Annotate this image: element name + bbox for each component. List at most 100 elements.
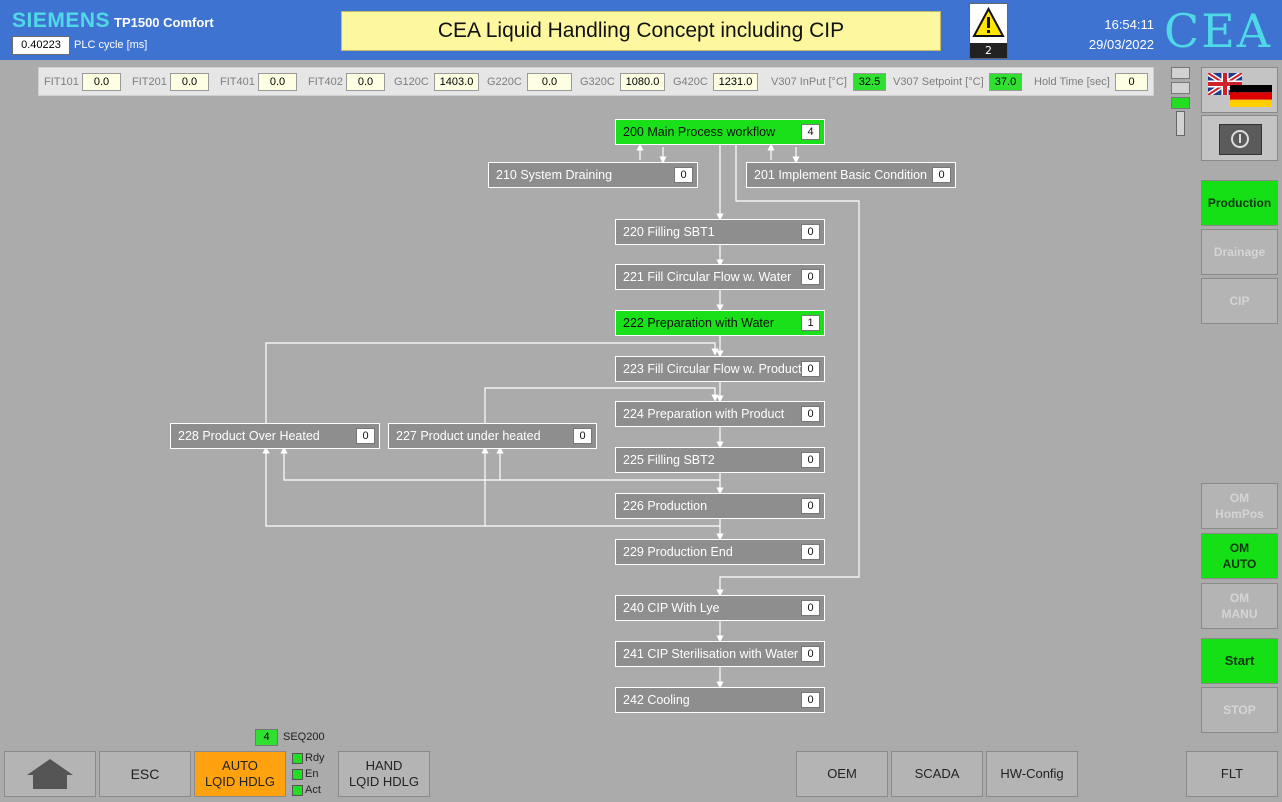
led-label-rdy: Rdy <box>305 752 325 764</box>
measurement-label: G420C <box>673 76 708 88</box>
measurement-value: 0 <box>1115 73 1148 91</box>
language-button[interactable] <box>1201 67 1278 113</box>
stop-button[interactable]: STOP <box>1201 687 1278 733</box>
measurement-value: 1403.0 <box>434 73 479 91</box>
measurement-label: FIT401 <box>220 76 255 88</box>
measurement-label: G120C <box>394 76 429 88</box>
om-hompos-button[interactable]: OM HomPos <box>1201 483 1278 529</box>
status-indicator <box>1171 82 1190 94</box>
drainage-button[interactable]: Drainage <box>1201 229 1278 275</box>
german-flag-icon <box>1230 85 1272 107</box>
warning-icon <box>972 6 1005 37</box>
measurement-strip: FIT101 0.0 FIT201 0.0 FIT401 0.0 FIT402 … <box>38 67 1154 96</box>
home-icon <box>27 759 73 789</box>
step-value: 0 <box>801 452 820 468</box>
step-value: 0 <box>801 544 820 560</box>
step-226-production[interactable]: 226 Production 0 <box>615 493 825 519</box>
step-label: 222 Preparation with Water <box>623 316 775 330</box>
step-value: 0 <box>801 498 820 514</box>
plc-cycle-value: 0.40223 <box>12 36 70 55</box>
om-manu-button[interactable]: OM MANU <box>1201 583 1278 629</box>
auto-lqid-hdlg-button[interactable]: AUTO LQID HDLG <box>194 751 286 797</box>
clock-date: 29/03/2022 <box>1088 37 1154 52</box>
step-value: 0 <box>801 692 820 708</box>
cip-button[interactable]: CIP <box>1201 278 1278 324</box>
step-240-cip-lye[interactable]: 240 CIP With Lye 0 <box>615 595 825 621</box>
step-201-basic-condition[interactable]: 201 Implement Basic Condition 0 <box>746 162 956 188</box>
measurement-label: V307 InPut [°C] <box>771 76 847 88</box>
production-button[interactable]: Production <box>1201 180 1278 226</box>
step-value: 0 <box>801 406 820 422</box>
clock: 16:54:11 29/03/2022 <box>1070 15 1154 55</box>
measurement-label: FIT402 <box>308 76 343 88</box>
measurement-value: 0.0 <box>170 73 209 91</box>
measurement-label: V307 Setpoint [°C] <box>893 76 984 88</box>
step-value: 1 <box>801 315 820 331</box>
om-auto-button[interactable]: OM AUTO <box>1201 533 1278 579</box>
step-label: 201 Implement Basic Condition <box>754 168 928 182</box>
measurement-value: 0.0 <box>527 73 572 91</box>
measurement-label: FIT201 <box>132 76 167 88</box>
warning-count: 2 <box>970 43 1007 58</box>
ready-led-icon <box>292 753 303 764</box>
step-label: 242 Cooling <box>623 693 690 707</box>
step-242-cooling[interactable]: 242 Cooling 0 <box>615 687 825 713</box>
step-210-system-draining[interactable]: 210 System Draining 0 <box>488 162 698 188</box>
step-223-fill-flow-product[interactable]: 223 Fill Circular Flow w. Product 0 <box>615 356 825 382</box>
step-label: 210 System Draining <box>496 168 613 182</box>
step-value: 0 <box>801 224 820 240</box>
measurement-value: 0.0 <box>346 73 385 91</box>
step-label: 223 Fill Circular Flow w. Product <box>623 362 802 376</box>
step-221-fill-flow-water[interactable]: 221 Fill Circular Flow w. Water 0 <box>615 264 825 290</box>
measurement-value: 37.0 <box>989 73 1022 91</box>
power-button[interactable] <box>1201 115 1278 161</box>
scada-button[interactable]: SCADA <box>891 751 983 797</box>
measurement-value: 1231.0 <box>713 73 758 91</box>
esc-button[interactable]: ESC <box>99 751 191 797</box>
step-229-production-end[interactable]: 229 Production End 0 <box>615 539 825 565</box>
measurement-label: Hold Time [sec] <box>1034 76 1110 88</box>
step-label: 229 Production End <box>623 545 733 559</box>
warning-button[interactable]: 2 <box>969 3 1008 59</box>
step-value: 0 <box>801 269 820 285</box>
step-value: 0 <box>801 646 820 662</box>
step-label: 225 Filling SBT2 <box>623 453 715 467</box>
fault-button[interactable]: FLT <box>1186 751 1278 797</box>
step-value: 4 <box>801 124 820 140</box>
step-220-filling-sbt1[interactable]: 220 Filling SBT1 0 <box>615 219 825 245</box>
step-label: 240 CIP With Lye <box>623 601 720 615</box>
step-label: 220 Filling SBT1 <box>623 225 715 239</box>
step-227-under-heated[interactable]: 227 Product under heated 0 <box>388 423 597 449</box>
siemens-brand: SIEMENS <box>12 9 111 32</box>
seq-label: SEQ200 <box>283 731 325 743</box>
oem-button[interactable]: OEM <box>796 751 888 797</box>
step-value: 0 <box>674 167 693 183</box>
clock-time: 16:54:11 <box>1104 17 1154 32</box>
step-200-main-process[interactable]: 200 Main Process workflow 4 <box>615 119 825 145</box>
plc-cycle-label: PLC cycle [ms] <box>74 39 148 51</box>
measurement-value: 0.0 <box>82 73 121 91</box>
active-led-icon <box>292 785 303 796</box>
step-222-preparation-water[interactable]: 222 Preparation with Water 1 <box>615 310 825 336</box>
step-value: 0 <box>573 428 592 444</box>
step-label: 226 Production <box>623 499 708 513</box>
step-value: 0 <box>801 600 820 616</box>
step-label: 227 Product under heated <box>396 429 541 443</box>
led-label-en: En <box>305 768 319 780</box>
measurement-value: 0.0 <box>258 73 297 91</box>
home-button[interactable] <box>4 751 96 797</box>
hand-lqid-hdlg-button[interactable]: HAND LQID HDLG <box>338 751 430 797</box>
step-label: 221 Fill Circular Flow w. Water <box>623 270 792 284</box>
hw-config-button[interactable]: HW-Config <box>986 751 1078 797</box>
start-button[interactable]: Start <box>1201 638 1278 684</box>
status-indicator <box>1171 67 1190 79</box>
measurement-value: 1080.0 <box>620 73 665 91</box>
step-228-over-heated[interactable]: 228 Product Over Heated 0 <box>170 423 380 449</box>
step-224-preparation-product[interactable]: 224 Preparation with Product 0 <box>615 401 825 427</box>
step-241-cip-sterilisation[interactable]: 241 CIP Sterilisation with Water 0 <box>615 641 825 667</box>
measurement-label: G220C <box>487 76 522 88</box>
step-label: 241 CIP Sterilisation with Water <box>623 647 799 661</box>
step-225-filling-sbt2[interactable]: 225 Filling SBT2 0 <box>615 447 825 473</box>
measurement-value: 32.5 <box>853 73 886 91</box>
